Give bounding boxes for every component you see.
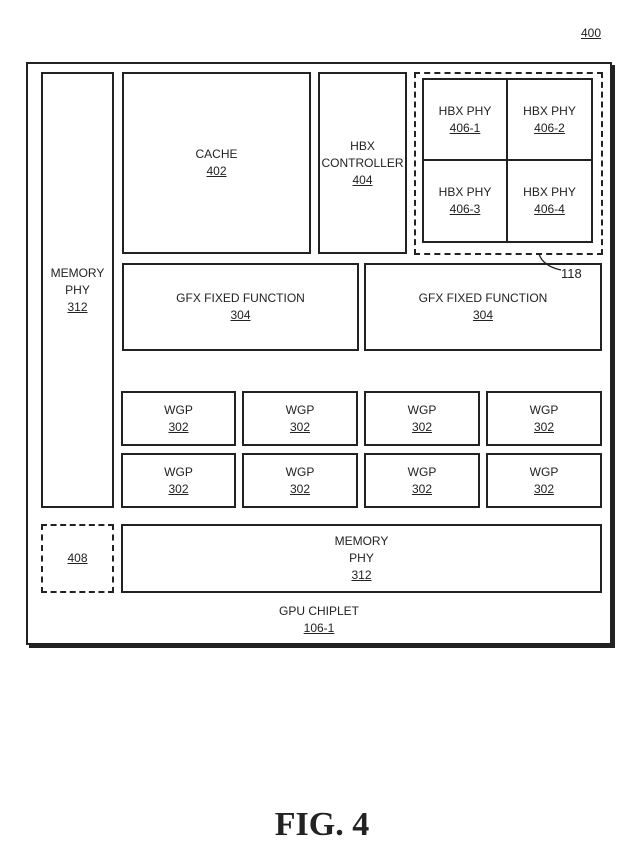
label: HBX PHY bbox=[438, 185, 492, 199]
gfx-fixed-function-2: GFX FIXED FUNCTION 304 bbox=[364, 263, 602, 351]
ref: 406-2 bbox=[534, 120, 565, 135]
label: WGP bbox=[285, 464, 315, 479]
label: WGP bbox=[529, 402, 559, 417]
ref: 304 bbox=[472, 308, 494, 322]
ref: 312 bbox=[351, 568, 372, 582]
optional-block-408: 408 bbox=[41, 524, 114, 593]
label: CACHE bbox=[195, 147, 238, 161]
label: HBX bbox=[350, 138, 375, 153]
wgp-7: WGP 302 bbox=[364, 453, 480, 508]
hbx-controller: HBX CONTROLLER 404 bbox=[318, 72, 407, 254]
leader-line-118 bbox=[538, 253, 562, 271]
wgp-5: WGP 302 bbox=[121, 453, 236, 508]
label: WGP bbox=[164, 402, 193, 417]
ref: 302 bbox=[289, 419, 311, 434]
label: WGP bbox=[529, 464, 559, 479]
cache-block: CACHE 402 bbox=[122, 72, 311, 254]
ref: 408 bbox=[67, 551, 88, 565]
ref: 302 bbox=[411, 481, 433, 496]
label: WGP bbox=[407, 402, 437, 417]
figure-ref-400: 400 bbox=[581, 26, 602, 40]
figure-caption: FIG. 4 bbox=[274, 806, 370, 843]
wgp-2: WGP 302 bbox=[242, 391, 358, 446]
ref: 312 bbox=[67, 299, 88, 314]
hbx-phy-4: HBX PHY 406-4 bbox=[506, 159, 593, 243]
label: GFX FIXED FUNCTION bbox=[418, 291, 548, 305]
memory-phy-left: MEMORY PHY 312 bbox=[41, 72, 114, 508]
label: HBX PHY bbox=[438, 103, 492, 118]
wgp-6: WGP 302 bbox=[242, 453, 358, 508]
label: PHY bbox=[65, 282, 90, 297]
ref: 302 bbox=[533, 481, 555, 496]
label: HBX PHY bbox=[523, 185, 576, 199]
label: WGP bbox=[407, 464, 437, 479]
label: WGP bbox=[285, 402, 315, 417]
hbx-phy-1: HBX PHY 406-1 bbox=[422, 78, 508, 161]
label: CONTROLLER bbox=[321, 155, 404, 170]
ref: 302 bbox=[533, 419, 555, 434]
ref: 302 bbox=[411, 419, 433, 434]
label: MEMORY bbox=[334, 534, 389, 548]
ref: 406-4 bbox=[534, 202, 565, 216]
gfx-fixed-function-1: GFX FIXED FUNCTION 304 bbox=[122, 263, 359, 351]
wgp-4: WGP 302 bbox=[486, 391, 602, 446]
ref: 406-3 bbox=[449, 202, 481, 216]
label: MEMORY bbox=[50, 265, 105, 280]
label: GFX FIXED FUNCTION bbox=[176, 291, 305, 305]
hbx-phy-2: HBX PHY 406-2 bbox=[506, 78, 593, 161]
wgp-8: WGP 302 bbox=[486, 453, 602, 508]
ref: 402 bbox=[206, 164, 227, 178]
label: HBX PHY bbox=[523, 103, 576, 118]
chiplet-ref: 106-1 bbox=[303, 621, 335, 635]
wgp-3: WGP 302 bbox=[364, 391, 480, 446]
ref: 302 bbox=[289, 481, 311, 496]
ref-118: 118 bbox=[561, 266, 582, 281]
label: WGP bbox=[164, 464, 193, 479]
ref: 404 bbox=[352, 172, 373, 187]
hbx-phy-3: HBX PHY 406-3 bbox=[422, 159, 508, 243]
ref: 406-1 bbox=[449, 120, 481, 135]
ref: 302 bbox=[168, 419, 189, 434]
ref: 302 bbox=[168, 481, 189, 496]
ref: 304 bbox=[230, 308, 251, 322]
hbx-phy-group bbox=[414, 72, 603, 255]
memory-phy-bottom: MEMORY PHY 312 bbox=[121, 524, 602, 593]
label: PHY bbox=[349, 551, 374, 565]
wgp-1: WGP 302 bbox=[121, 391, 236, 446]
chiplet-label: GPU CHIPLET bbox=[278, 604, 359, 618]
